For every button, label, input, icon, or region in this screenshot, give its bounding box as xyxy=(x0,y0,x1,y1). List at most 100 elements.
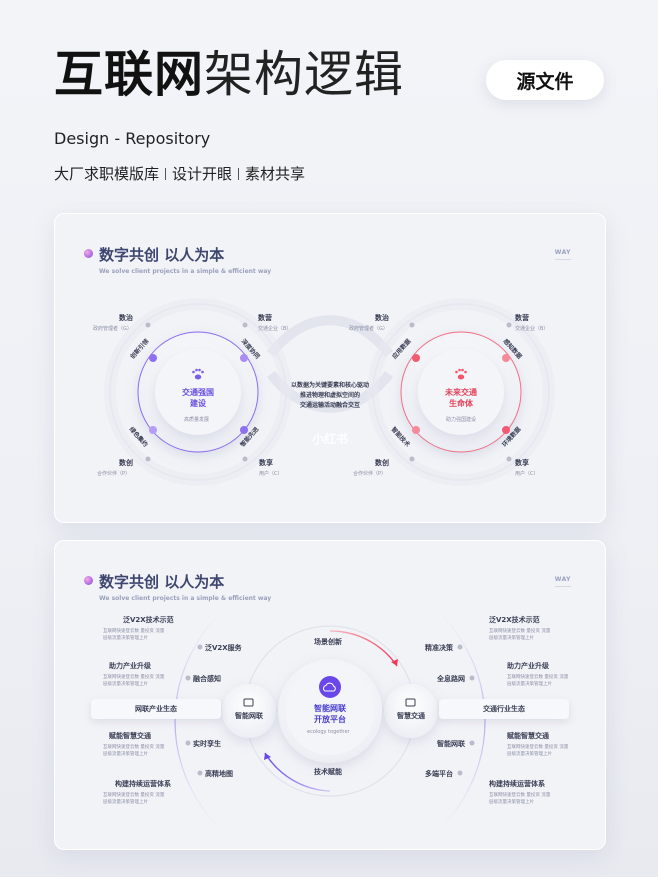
left-para-title: 助力产业升级 xyxy=(109,662,151,670)
para-line: 互联网快速登云数 量投资 流量 xyxy=(489,629,551,634)
source-file-button[interactable]: 源文件 xyxy=(486,60,604,100)
desc-line: 推进物理和虚拟空间的 xyxy=(299,392,360,399)
right-para-text: 互联网快速登云数 量投资 流量层级流量决策管理上片 xyxy=(507,674,568,688)
right-para-text: 互联网快速登云数 量投资 流量层级流量决策管理上片 xyxy=(489,792,550,806)
left-para-text: 互联网快速登云数 量投资 流量层级流量决策管理上片 xyxy=(103,792,164,806)
outer-sub: 交通企业（B） xyxy=(258,326,292,332)
outer-label: 数治 xyxy=(119,314,133,322)
center-title-line: 生命体 xyxy=(449,399,473,408)
cloud-icon xyxy=(319,676,341,698)
right-item: 精准决策 xyxy=(425,644,453,652)
left-para-title: 赋能智慧交通 xyxy=(109,732,151,740)
right-item: 多端平台 xyxy=(425,770,453,778)
transport-ecosystem-bar: 交通行业生态 xyxy=(439,699,569,719)
para-line: 层级流量决策管理上片 xyxy=(489,800,534,805)
para-line: 互联网快速登云数 量投资 流量 xyxy=(103,793,165,798)
outer-label: 数营 xyxy=(515,314,529,322)
left-node-label: 智能网联 xyxy=(235,712,263,720)
bottom-arc-label: 技术赋能 xyxy=(314,768,342,776)
card2-diagram-graphics xyxy=(95,600,565,842)
para-line: 互联网快速登云数 量投资 流量 xyxy=(103,629,165,634)
left-para-text: 互联网快速登云数 量投资 流量层级流量决策管理上片 xyxy=(103,744,164,758)
outer-label: 数享 xyxy=(515,459,529,467)
left-item: 融合感知 xyxy=(193,675,221,683)
para-line: 互联网快速登云数 量投资 流量 xyxy=(489,793,551,798)
para-line: 互联网快速登云数 量投资 流量 xyxy=(507,675,569,680)
outer-label: 数治 xyxy=(375,314,389,322)
card-subtitle: We solve client projects in a simple & e… xyxy=(99,268,272,275)
center-title-line: 未来交通 xyxy=(445,388,477,397)
paw-icon xyxy=(455,368,467,380)
outer-sub: 合作伙伴（P） xyxy=(97,471,131,477)
center-title: 智能网联 开放平台 xyxy=(300,703,360,725)
para-line: 互联网快速登云数 量投资 流量 xyxy=(103,675,165,680)
paw-icon xyxy=(192,368,204,380)
outer-sub: 用户（C） xyxy=(515,471,539,477)
left-center-title: 交通强国 建设 xyxy=(168,387,228,409)
center-title-line: 建设 xyxy=(190,399,206,408)
para-line: 层级流量决策管理上片 xyxy=(103,752,148,757)
center-sub: ecology together xyxy=(307,729,350,735)
right-para-title: 赋能智慧交通 xyxy=(507,732,549,740)
para-line: 层级流量决策管理上片 xyxy=(507,752,552,757)
outer-label: 数享 xyxy=(259,459,273,467)
right-item: 全息路网 xyxy=(437,675,465,683)
outer-label: 数创 xyxy=(119,459,133,467)
tag-divider xyxy=(165,167,167,180)
logo-dot-icon xyxy=(84,249,93,258)
right-para-title: 构建持续运营体系 xyxy=(489,780,545,788)
page-title: 互联网架构逻辑 xyxy=(54,50,404,99)
desc-line: 交通运输活动融合交互 xyxy=(299,402,360,409)
right-center-sub: 助力强国建设 xyxy=(446,417,477,423)
tag-divider xyxy=(238,167,240,180)
para-line: 层级流量决策管理上片 xyxy=(489,636,534,641)
center-title-line: 开放平台 xyxy=(314,715,346,724)
left-item: 泛V2X服务 xyxy=(205,644,242,652)
tag: 设计开眼 xyxy=(172,165,233,183)
right-para-text: 互联网快速登云数 量投资 流量层级流量决策管理上片 xyxy=(489,628,550,642)
left-item: 实时孪生 xyxy=(193,740,221,748)
desc-line: 以数据为关键要素和核心驱动 xyxy=(290,382,369,389)
watermark: 小红书 xyxy=(312,432,349,446)
title-thin: 架构逻辑 xyxy=(204,46,405,103)
left-para-title: 泛V2X技术示范 xyxy=(123,616,174,624)
para-line: 层级流量决策管理上片 xyxy=(103,636,148,641)
way-label: WAY xyxy=(554,576,572,587)
left-para-title: 构建持续运营体系 xyxy=(115,780,171,788)
screen-icon xyxy=(243,698,254,707)
card-subtitle: We solve client projects in a simple & e… xyxy=(99,595,272,602)
outer-sub: 政府管理者（G） xyxy=(349,326,388,332)
right-para-text: 互联网快速登云数 量投资 流量层级流量决策管理上片 xyxy=(507,744,568,758)
right-item: 智能网联 xyxy=(437,740,465,748)
card1-diagram-graphics xyxy=(104,298,555,486)
left-center-sub: 高质量发展 xyxy=(184,417,210,423)
logo-dot-icon xyxy=(84,576,93,585)
outer-sub: 交通企业（B） xyxy=(515,326,549,332)
way-label: WAY xyxy=(554,249,572,260)
hero-tags: 大厂求职模版库 设计开眼 素材共享 xyxy=(54,163,305,184)
card-title: 数字共创 以人为本 xyxy=(99,246,225,264)
card-title: 数字共创 以人为本 xyxy=(99,573,225,591)
right-para-title: 助力产业升级 xyxy=(507,662,549,670)
left-item: 高精地图 xyxy=(205,770,233,778)
diagram-card-1: 数字共创 以人为本 We solve client projects in a … xyxy=(54,213,606,523)
para-line: 互联网快速登云数 量投资 流量 xyxy=(103,745,165,750)
para-line: 互联网快速登云数 量投资 流量 xyxy=(507,745,569,750)
center-description: 以数据为关键要素和核心驱动 推进物理和虚拟空间的 交通运输活动融合交互 xyxy=(280,381,380,411)
para-line: 层级流量决策管理上片 xyxy=(103,800,148,805)
right-para-title: 泛V2X技术示范 xyxy=(489,616,540,624)
outer-label: 数营 xyxy=(258,314,272,322)
cast-icon xyxy=(405,698,416,707)
center-title-line: 交通强国 xyxy=(182,388,214,397)
right-center-title: 未来交通 生命体 xyxy=(431,387,491,409)
outer-label: 数创 xyxy=(375,459,389,467)
left-para-text: 互联网快速登云数 量投资 流量层级流量决策管理上片 xyxy=(103,674,164,688)
right-node-label: 智慧交通 xyxy=(397,712,425,720)
para-line: 层级流量决策管理上片 xyxy=(507,682,552,687)
tag: 素材共享 xyxy=(245,165,306,183)
left-para-text: 互联网快速登云数 量投资 流量层级流量决策管理上片 xyxy=(103,628,164,642)
hero-subtitle: Design - Repository xyxy=(54,129,211,148)
outer-sub: 政府管理者（G） xyxy=(93,326,132,332)
center-title-line: 智能网联 xyxy=(314,704,346,713)
outer-sub: 合作伙伴（P） xyxy=(353,471,387,477)
